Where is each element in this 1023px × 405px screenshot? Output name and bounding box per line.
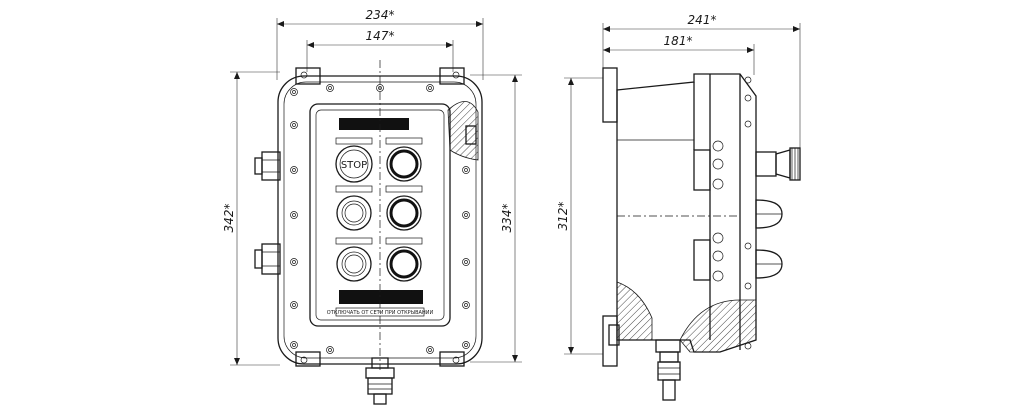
side-indicator-lamp <box>755 199 783 229</box>
flange-bolts <box>290 84 470 354</box>
stop-button: STOP <box>335 145 373 183</box>
bottom-label-plate <box>339 290 423 304</box>
indicator-lamp <box>386 146 422 182</box>
side-stop-button <box>755 147 801 181</box>
dimension-width-inner: 147* <box>306 29 454 72</box>
indicator-lamp <box>386 246 422 282</box>
housing-body <box>616 73 757 353</box>
dimension-height-inner-label: 334* <box>500 204 514 233</box>
bottom-cable-gland <box>365 60 395 405</box>
top-label-plate <box>339 118 409 130</box>
side-indicator-lamp <box>755 249 783 279</box>
indicator-lamp <box>386 195 422 231</box>
dimension-depth-outer-label: 241* <box>688 13 717 27</box>
button-label-frames <box>335 137 423 245</box>
front-view: 234* 147* 342* 334* <box>222 8 522 405</box>
dimension-height-outer: 342* <box>222 71 280 366</box>
dimension-depth-outer: 241* <box>602 13 801 150</box>
dimension-height-outer-label: 342* <box>222 204 236 233</box>
dimension-width-outer-label: 234* <box>366 8 395 22</box>
dimension-height-side-label: 312* <box>556 202 570 231</box>
side-view: 241* 181* 312* <box>556 13 801 401</box>
push-button <box>336 195 372 231</box>
dimension-depth-inner: 181* <box>603 34 755 75</box>
stop-button-label: STOP <box>341 160 367 171</box>
dimension-width-inner-label: 147* <box>366 29 395 43</box>
dimension-depth-inner-label: 181* <box>664 34 693 48</box>
dimension-height-inner: 334* <box>470 74 522 363</box>
dimension-width-outer: 234* <box>276 8 484 80</box>
side-cable-gland <box>655 339 681 401</box>
side-flange-bolts <box>712 76 752 350</box>
dimension-height-side: 312* <box>556 77 603 355</box>
side-cable-entries <box>254 151 281 275</box>
push-button <box>336 246 372 282</box>
